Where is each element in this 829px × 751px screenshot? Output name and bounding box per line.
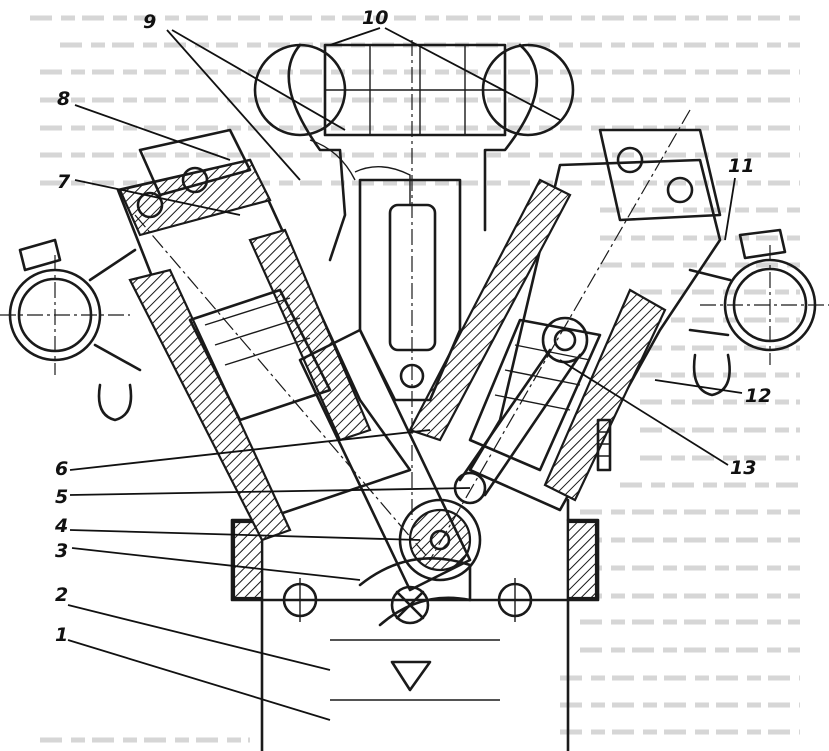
crankshaft	[358, 498, 482, 627]
callout-5: 5	[55, 486, 68, 508]
callout-1: 1	[55, 624, 68, 646]
callout-4: 4	[54, 515, 68, 537]
callout-13: 13	[730, 457, 756, 479]
callout-labels: 9 10 8 7 11 12 13 6 5 4 3 2 1	[54, 7, 771, 646]
intake-manifold	[253, 40, 575, 520]
right-exhaust-manifold	[688, 228, 829, 397]
left-exhaust-manifold	[0, 238, 142, 422]
callout-9: 9	[143, 11, 156, 33]
leader-lines	[67, 27, 743, 721]
fuel-pump-bolt	[596, 418, 612, 472]
callout-2: 2	[55, 584, 68, 606]
callout-12: 12	[745, 385, 771, 407]
callout-11: 11	[728, 155, 754, 177]
callout-7: 7	[57, 171, 71, 193]
callout-3: 3	[55, 540, 68, 562]
callout-8: 8	[57, 88, 70, 110]
bleed-through-text	[30, 15, 800, 743]
callout-10: 10	[362, 7, 388, 29]
callout-6: 6	[55, 458, 68, 480]
